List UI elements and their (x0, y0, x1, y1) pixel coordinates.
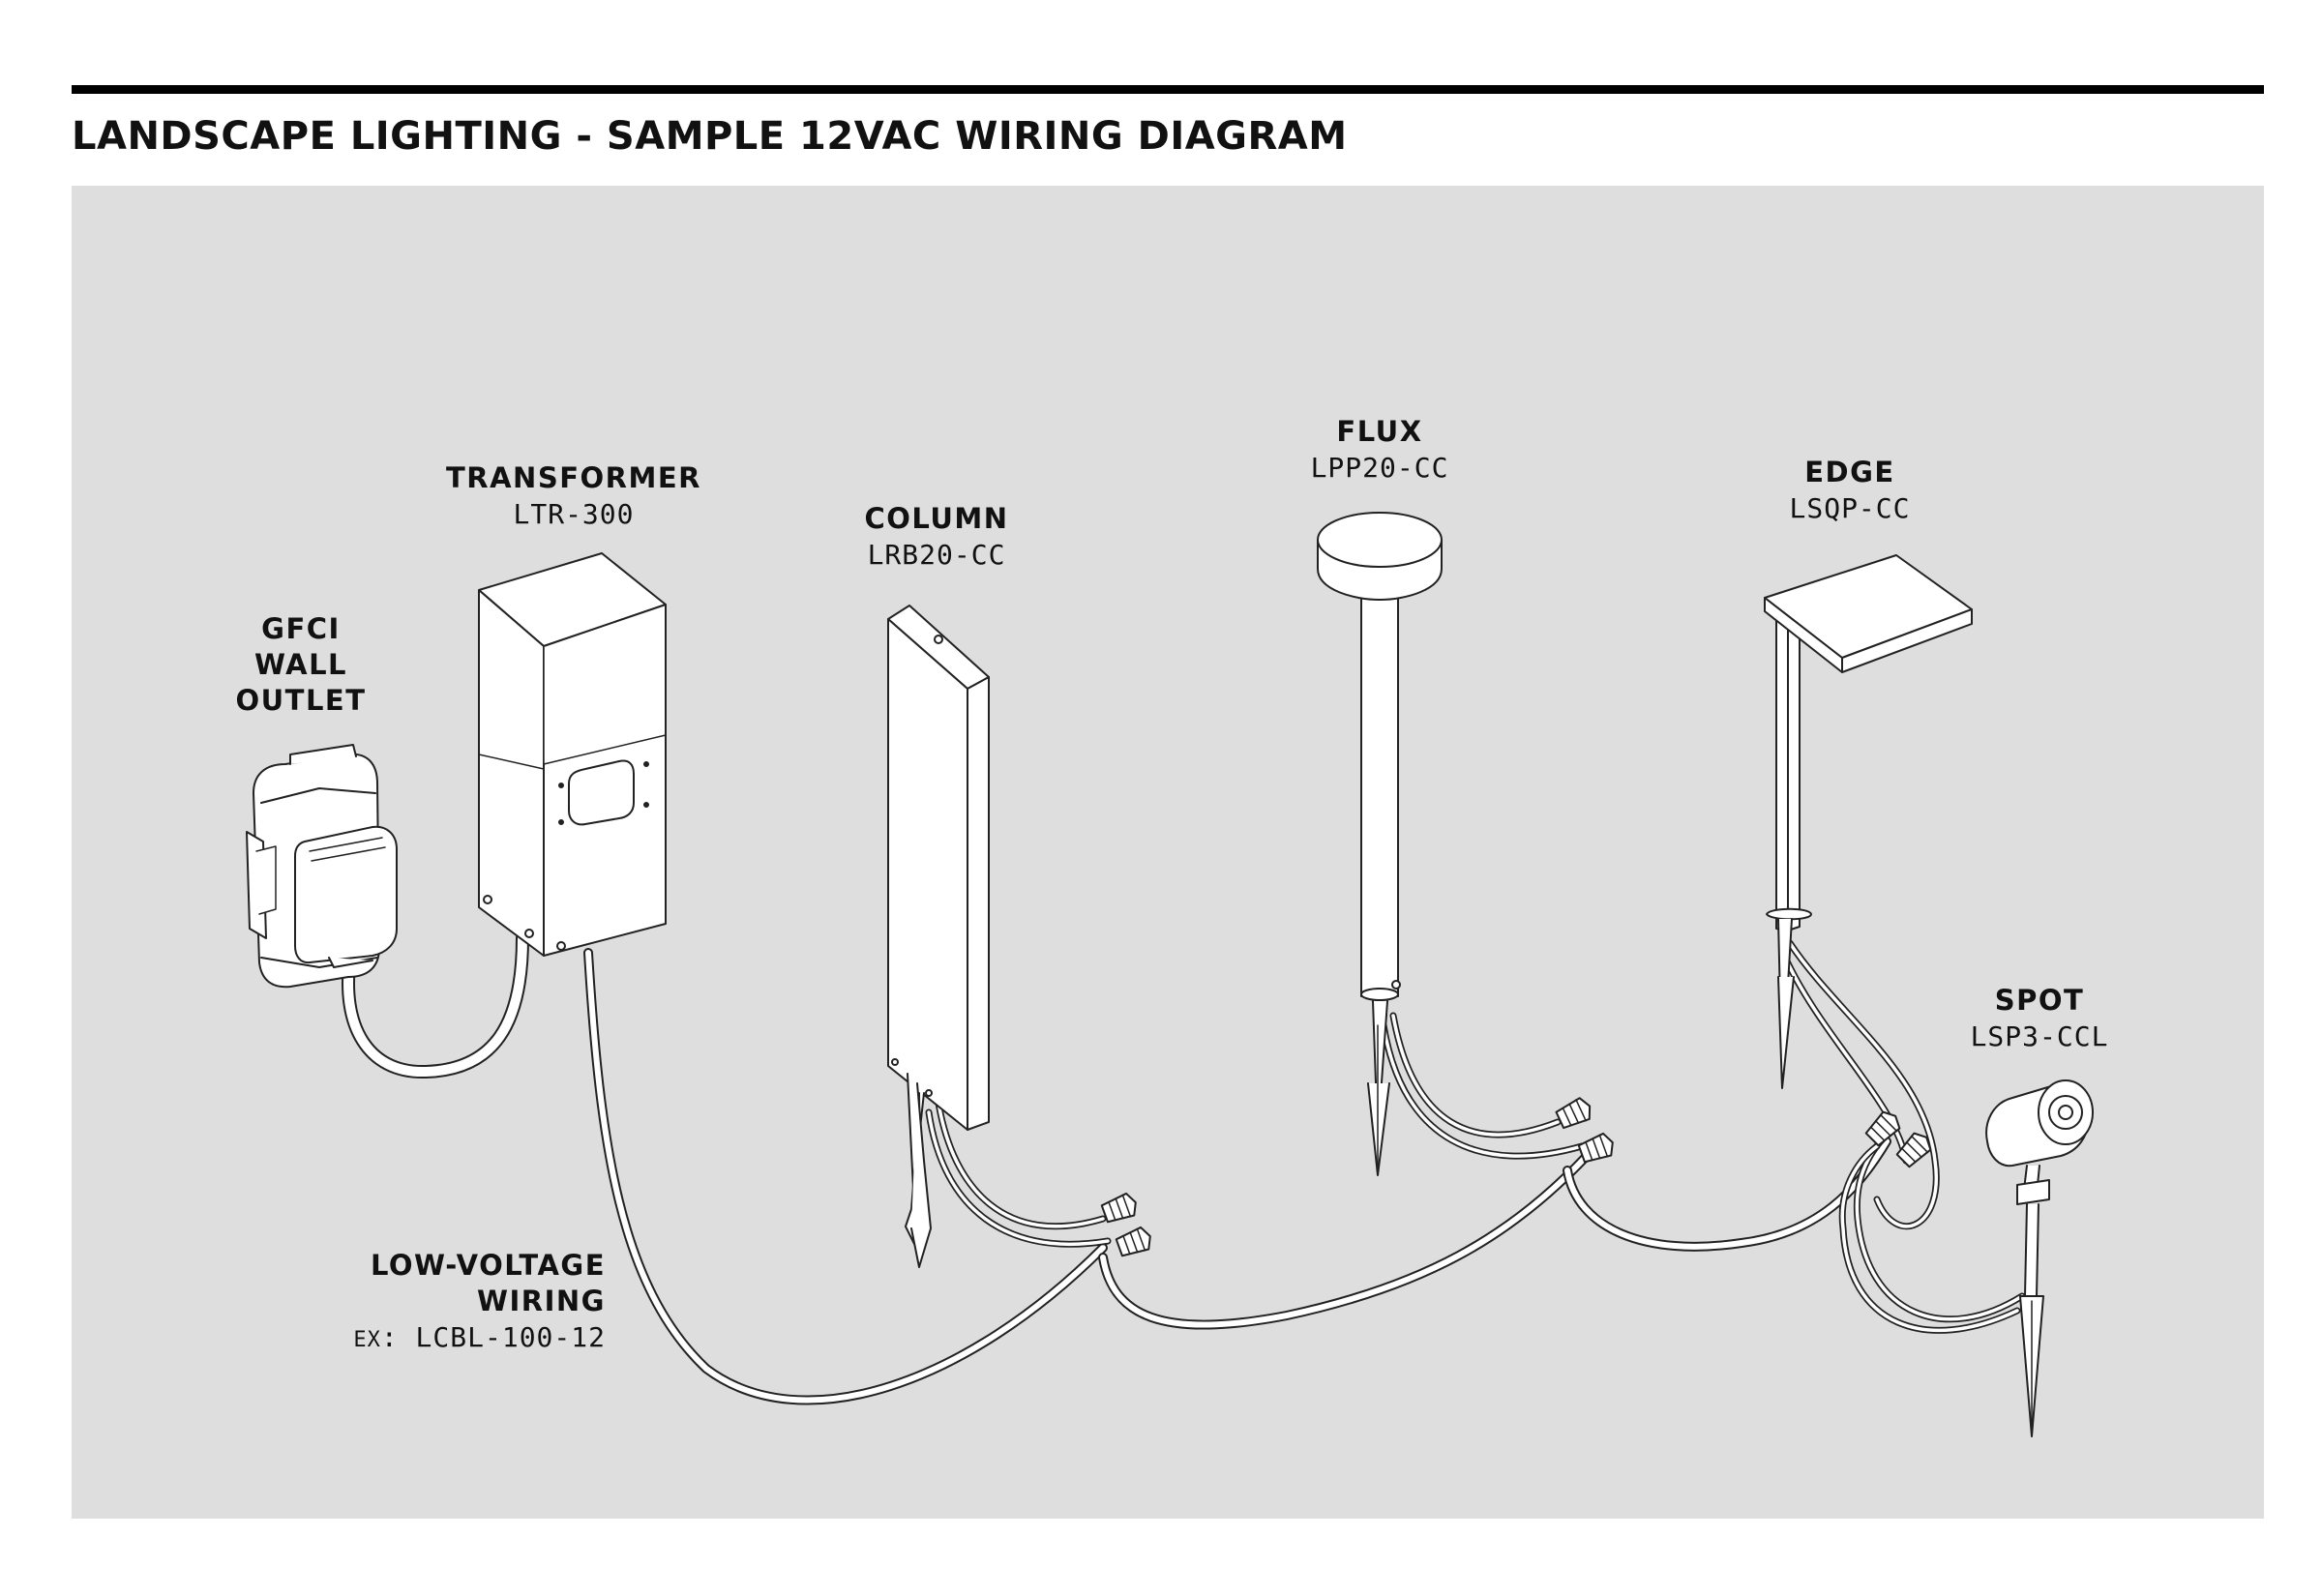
spot-name: SPOT (1994, 984, 2085, 1017)
gfci-label-line3: OUTLET (235, 684, 367, 717)
wiring-label: LOW-VOLTAGE WIRING EX: LCBL-100-12 (353, 1248, 606, 1358)
wires (342, 931, 2026, 1405)
wiring-label-line2: WIRING (477, 1285, 606, 1317)
diagram-panel (72, 186, 2264, 1519)
edge-label: EDGE LSQP-CC (1789, 455, 1910, 526)
transformer-label: TRANSFORMER LTR-300 (446, 460, 701, 532)
wiring-model-number: : LCBL-100-12 (380, 1321, 606, 1353)
column-to-flux-wire (1098, 1151, 1592, 1330)
wire-nut (1577, 1132, 1614, 1164)
spot-model: LSP3-CCL (1970, 1020, 2109, 1052)
wiring-label-line1: LOW-VOLTAGE (370, 1249, 606, 1282)
transformer-name: TRANSFORMER (445, 461, 702, 494)
column-name: COLUMN (864, 502, 1009, 535)
transformer-model: LTR-300 (513, 498, 635, 530)
wiring-model: EX: LCBL-100-12 (353, 1319, 606, 1358)
wire-nuts (1100, 1097, 1932, 1257)
wire-nut (1115, 1226, 1151, 1257)
flux-to-spot-wire (1563, 1137, 1891, 1252)
edge-drawing (1764, 554, 1973, 1089)
edge-leads (1779, 939, 1940, 1230)
edge-name: EDGE (1804, 456, 1895, 488)
gfci-outlet-drawing (246, 744, 398, 989)
page-title: LANDSCAPE LIGHTING - SAMPLE 12VAC WIRING… (72, 114, 1348, 159)
column-label: COLUMN LRB20-CC (864, 501, 1008, 573)
wire-nut (1100, 1192, 1137, 1224)
main-cable-wire (583, 948, 1108, 1405)
wire-nut (1555, 1097, 1592, 1130)
flux-name: FLUX (1336, 415, 1423, 448)
gfci-label: GFCI WALL OUTLET (235, 611, 366, 719)
edge-model: LSQP-CC (1789, 492, 1911, 524)
flux-drawing (1317, 512, 1443, 1176)
power-cord-wire (342, 931, 529, 1079)
spot-label: SPOT LSP3-CCL (1971, 983, 2109, 1054)
column-leads (925, 1099, 1112, 1248)
column-model: LRB20-CC (867, 539, 1006, 571)
wiring-ex-prefix: EX (353, 1328, 381, 1352)
flux-model: LPP20-CC (1310, 452, 1449, 484)
wire-nut (1864, 1110, 1901, 1147)
gfci-label-line2: WALL (253, 648, 348, 681)
spot-drawing (1985, 1079, 2094, 1437)
flux-label: FLUX LPP20-CC (1311, 414, 1449, 486)
flux-leads (1380, 1012, 1586, 1160)
gfci-label-line1: GFCI (261, 612, 341, 645)
transformer-drawing (478, 552, 667, 957)
spot-leads (1838, 1123, 2026, 1334)
wire-nut (1895, 1132, 1932, 1168)
column-drawing (887, 605, 990, 1268)
top-rule (72, 85, 2264, 94)
